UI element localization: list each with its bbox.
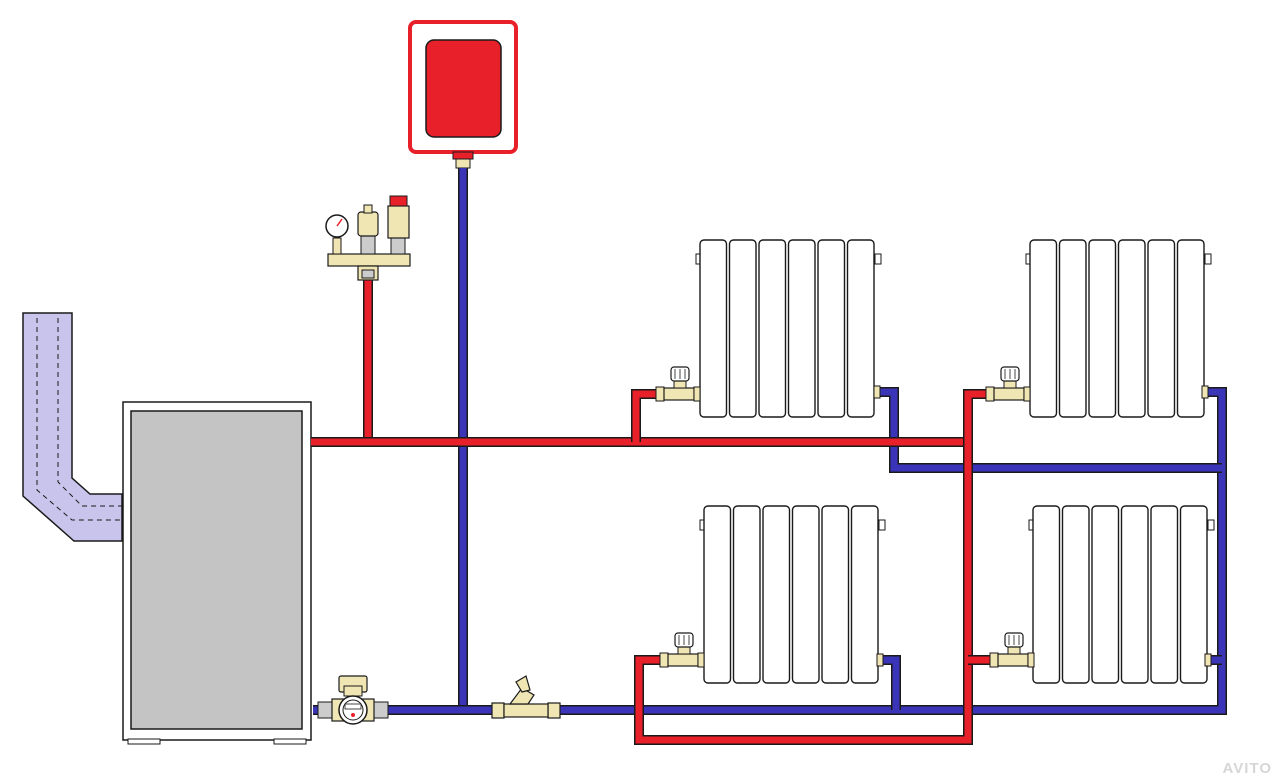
circulation-pump [317, 675, 389, 725]
radiator-section [1147, 239, 1176, 418]
return-pipes [313, 168, 1227, 715]
watermark: AVITO [1222, 760, 1272, 777]
radiator-section [817, 239, 846, 418]
radiator [699, 505, 886, 684]
expansion-tank [408, 20, 518, 169]
pressure-gauge-icon [325, 214, 349, 255]
radiator-section [1120, 505, 1149, 684]
thermostatic-valve [659, 632, 705, 668]
radiator [1025, 239, 1212, 418]
return-fittings [873, 385, 1212, 667]
radiator [1028, 505, 1215, 684]
radiator-section [850, 505, 879, 684]
radiator-section [1117, 239, 1146, 418]
thermostatic-valve [989, 632, 1035, 668]
boiler [122, 401, 312, 745]
radiator-section [1091, 505, 1120, 684]
radiator [695, 239, 882, 418]
radiator-section [846, 239, 875, 418]
safety-group [325, 195, 411, 281]
radiator-section [791, 505, 820, 684]
radiator-section [1061, 505, 1090, 684]
radiator-section [787, 239, 816, 418]
radiator-section [699, 239, 728, 418]
radiator-section [1058, 239, 1087, 418]
radiator-section [732, 505, 761, 684]
radiator-section [1029, 239, 1058, 418]
thermostatic-valve [985, 366, 1031, 402]
radiator-section [1179, 505, 1208, 684]
safety-valve-icon [387, 195, 410, 255]
supply-pipes [311, 280, 990, 745]
radiator-section [703, 505, 732, 684]
radiator-section [1150, 505, 1179, 684]
thermostatic-valve [655, 366, 701, 402]
radiator-section [1088, 239, 1117, 418]
air-vent-icon [357, 204, 379, 255]
radiator-section [1176, 239, 1205, 418]
chimney [22, 312, 123, 542]
radiator-section [758, 239, 787, 418]
radiator-section [1032, 505, 1061, 684]
radiator-section [762, 505, 791, 684]
radiator-section [728, 239, 757, 418]
radiator-section [821, 505, 850, 684]
strainer-filter [491, 675, 561, 719]
